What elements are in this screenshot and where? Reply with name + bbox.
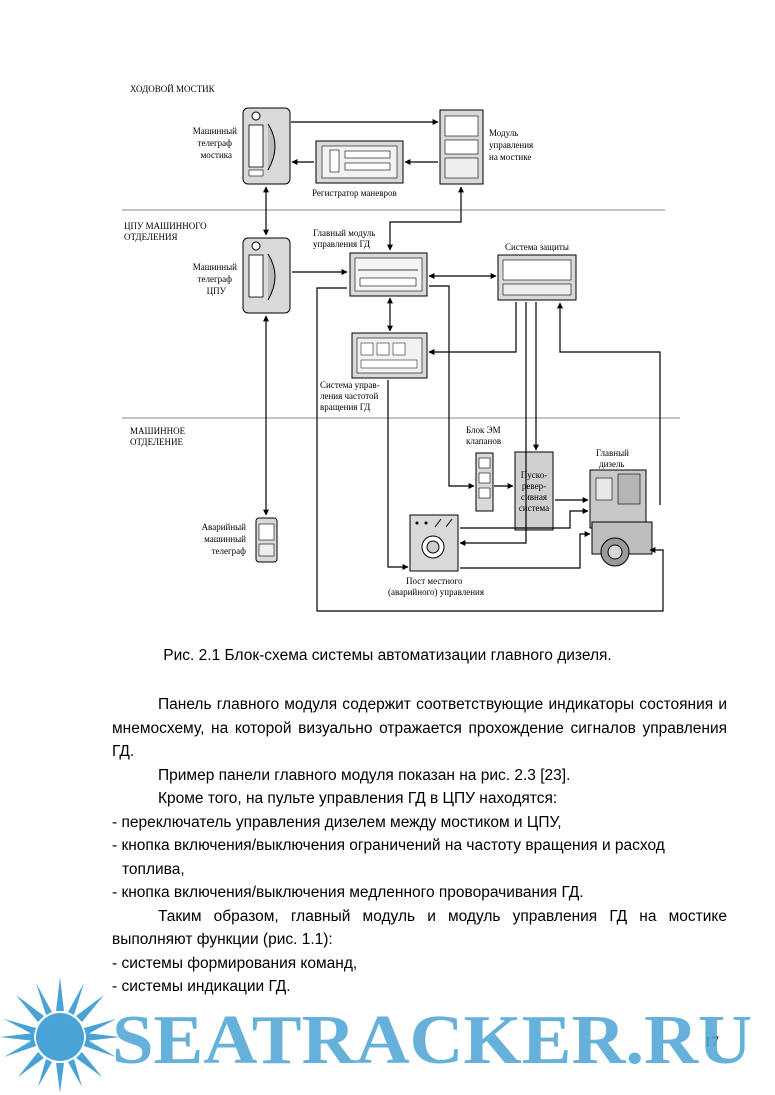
main-module-block [349,252,428,297]
em-valves-label-1: Блок ЭМ [466,425,501,435]
emergency-telegraph-label-1: Аварийный [202,522,247,532]
telegraph-ecr-block [242,237,291,314]
body-text: Панель главного модуля содержит соответс… [112,693,727,999]
bridge-module-label-3: на мостике [489,152,531,162]
speed-control-label-1: Система управ- [320,380,380,390]
main-module-label-1: Главный модуль [313,228,375,238]
paragraph-ecr-console: Кроме того, на пульте управления ГД в ЦП… [158,790,558,807]
paragraph-functions: Таким образом, главный модуль и модуль у… [112,907,727,949]
zone-label-engine-1: МАШИННОЕ [130,426,186,436]
protection-system-label: Система защиты [505,242,569,252]
list-item: - кнопка включения/выключения медленного… [112,884,584,901]
paragraph-panel-example: Пример панели главного модуля показан на… [158,766,571,784]
telegraph-bridge-label-3: мостика [201,150,232,160]
figure-caption: Рис. 2.1 Блок-схема системы автоматизаци… [163,647,612,664]
zone-label-engine-2: ОТДЕЛЕНИЕ [130,437,184,447]
main-diesel-label-2: дизель [599,459,625,469]
list-item: - системы индикации ГД. [112,978,291,995]
start-reverse-label-4: система [519,503,549,513]
speed-control-label-3: вращения ГД [320,402,370,412]
start-reverse-block [514,451,554,531]
automation-block-diagram: ХОДОВОЙ МОСТИК ЦПУ МАШИННОГО ОТДЕЛЕНИЯ М… [122,84,680,612]
maneuver-recorder-label: Регистратор маневров [312,188,397,198]
speed-control-block [351,332,428,379]
emergency-telegraph-label-2: машинный [204,534,246,544]
speed-control-label-2: ления частотой [320,391,379,401]
telegraph-ecr-label-1: Машинный [193,262,237,272]
zone-label-ecr-1: ЦПУ МАШИННОГО [124,221,207,231]
list-item: - кнопка включения/выключения ограничени… [112,837,665,878]
start-reverse-label-2: ревер- [522,481,546,491]
start-reverse-label-3: сивная [521,492,547,502]
connection-lines [263,119,664,612]
telegraph-bridge-label-2: телеграф [198,138,233,148]
telegraph-bridge-label-1: Машинный [193,126,237,136]
watermark-text: SEATRACKER.RU [112,1002,752,1079]
page-number: 17 [704,1034,719,1050]
main-diesel-image [589,469,653,567]
em-valves-block [475,452,494,512]
em-valves-label-2: клапанов [466,436,501,446]
bridge-module-label-2: управления [489,140,533,150]
maneuver-recorder-block [315,140,404,184]
zone-label-bridge: ХОДОВОЙ МОСТИК [130,84,216,94]
emergency-telegraph-block [255,517,278,563]
emergency-telegraph-label-3: телеграф [212,546,247,556]
start-reverse-label-1: Пуско- [521,470,547,480]
telegraph-ecr-label-3: ЦПУ [207,286,227,296]
bridge-module-label-1: Модуль [489,128,518,138]
protection-system-block [497,254,577,301]
bridge-module-block [439,109,484,185]
main-diesel-label-1: Главный [596,448,629,458]
telegraph-bridge-block [242,107,291,185]
local-post-label-2: (аварийного) управления [388,587,484,597]
local-control-post-block [409,514,459,572]
telegraph-ecr-label-2: телеграф [198,274,233,284]
paragraph-main-module-panel: Панель главного модуля содержит соответс… [112,696,727,760]
list-item: - системы формирования команд, [112,954,358,972]
main-module-label-2: управления ГД [313,239,370,249]
zone-dividers [122,209,680,419]
local-post-label-1: Пост местного [406,576,463,586]
sun-logo-icon [0,977,120,1093]
list-item: - переключатель управления дизелем между… [112,813,562,831]
zone-label-ecr-2: ОТДЕЛЕНИЯ [124,232,178,242]
seatracker-watermark: SEATRACKER.RU [0,977,752,1093]
